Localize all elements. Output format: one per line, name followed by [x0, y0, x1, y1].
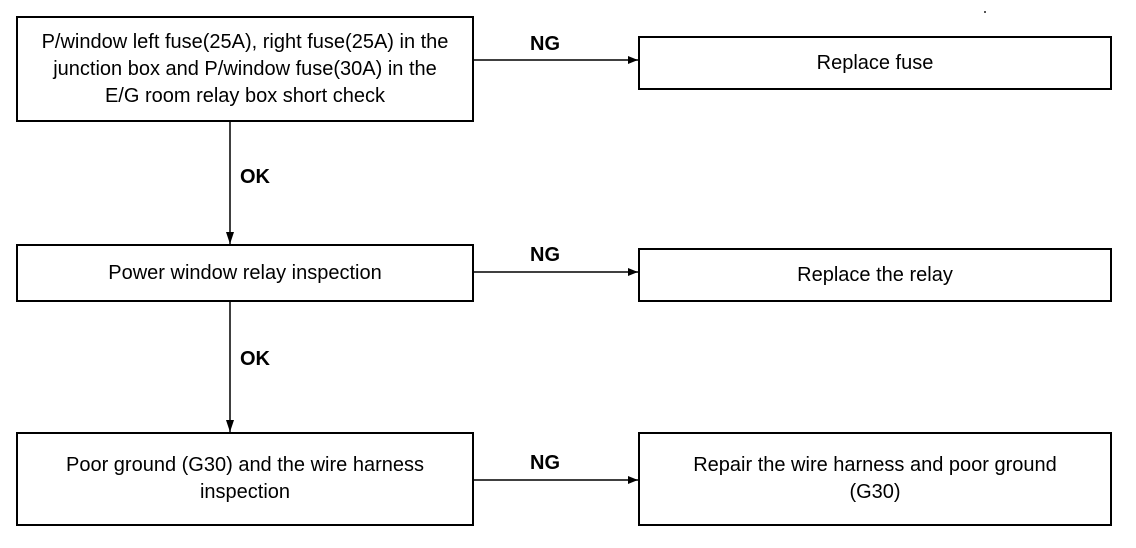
action-text-repair-harness: Repair the wire harness and poor ground …: [693, 454, 1057, 503]
action-box-repair-harness: Repair the wire harness and poor ground …: [638, 432, 1112, 526]
check-box-ground-harness: Poor ground (G30) and the wire harness i…: [16, 432, 474, 526]
check-text-ground-harness: Poor ground (G30) and the wire harness i…: [66, 454, 424, 503]
ok-label-1: OK: [240, 166, 270, 188]
check-text-fuse-short: P/window left fuse(25A), right fuse(25A)…: [41, 30, 449, 107]
action-text-replace-fuse: Replace fuse: [816, 51, 934, 74]
ng-label-3: NG: [530, 452, 560, 474]
ng-label-2: NG: [530, 244, 560, 266]
scan-speck: [984, 11, 986, 13]
action-text-replace-relay: Replace the relay: [797, 263, 953, 286]
ng-label-1: NG: [530, 33, 560, 55]
action-box-replace-fuse: Replace fuse: [638, 36, 1112, 90]
ok-label-2: OK: [240, 348, 270, 370]
check-box-relay-inspection: Power window relay inspection: [16, 244, 474, 302]
check-text-relay-inspection: Power window relay inspection: [108, 261, 382, 284]
action-box-replace-relay: Replace the relay: [638, 248, 1112, 302]
check-box-fuse-short: P/window left fuse(25A), right fuse(25A)…: [16, 16, 474, 122]
